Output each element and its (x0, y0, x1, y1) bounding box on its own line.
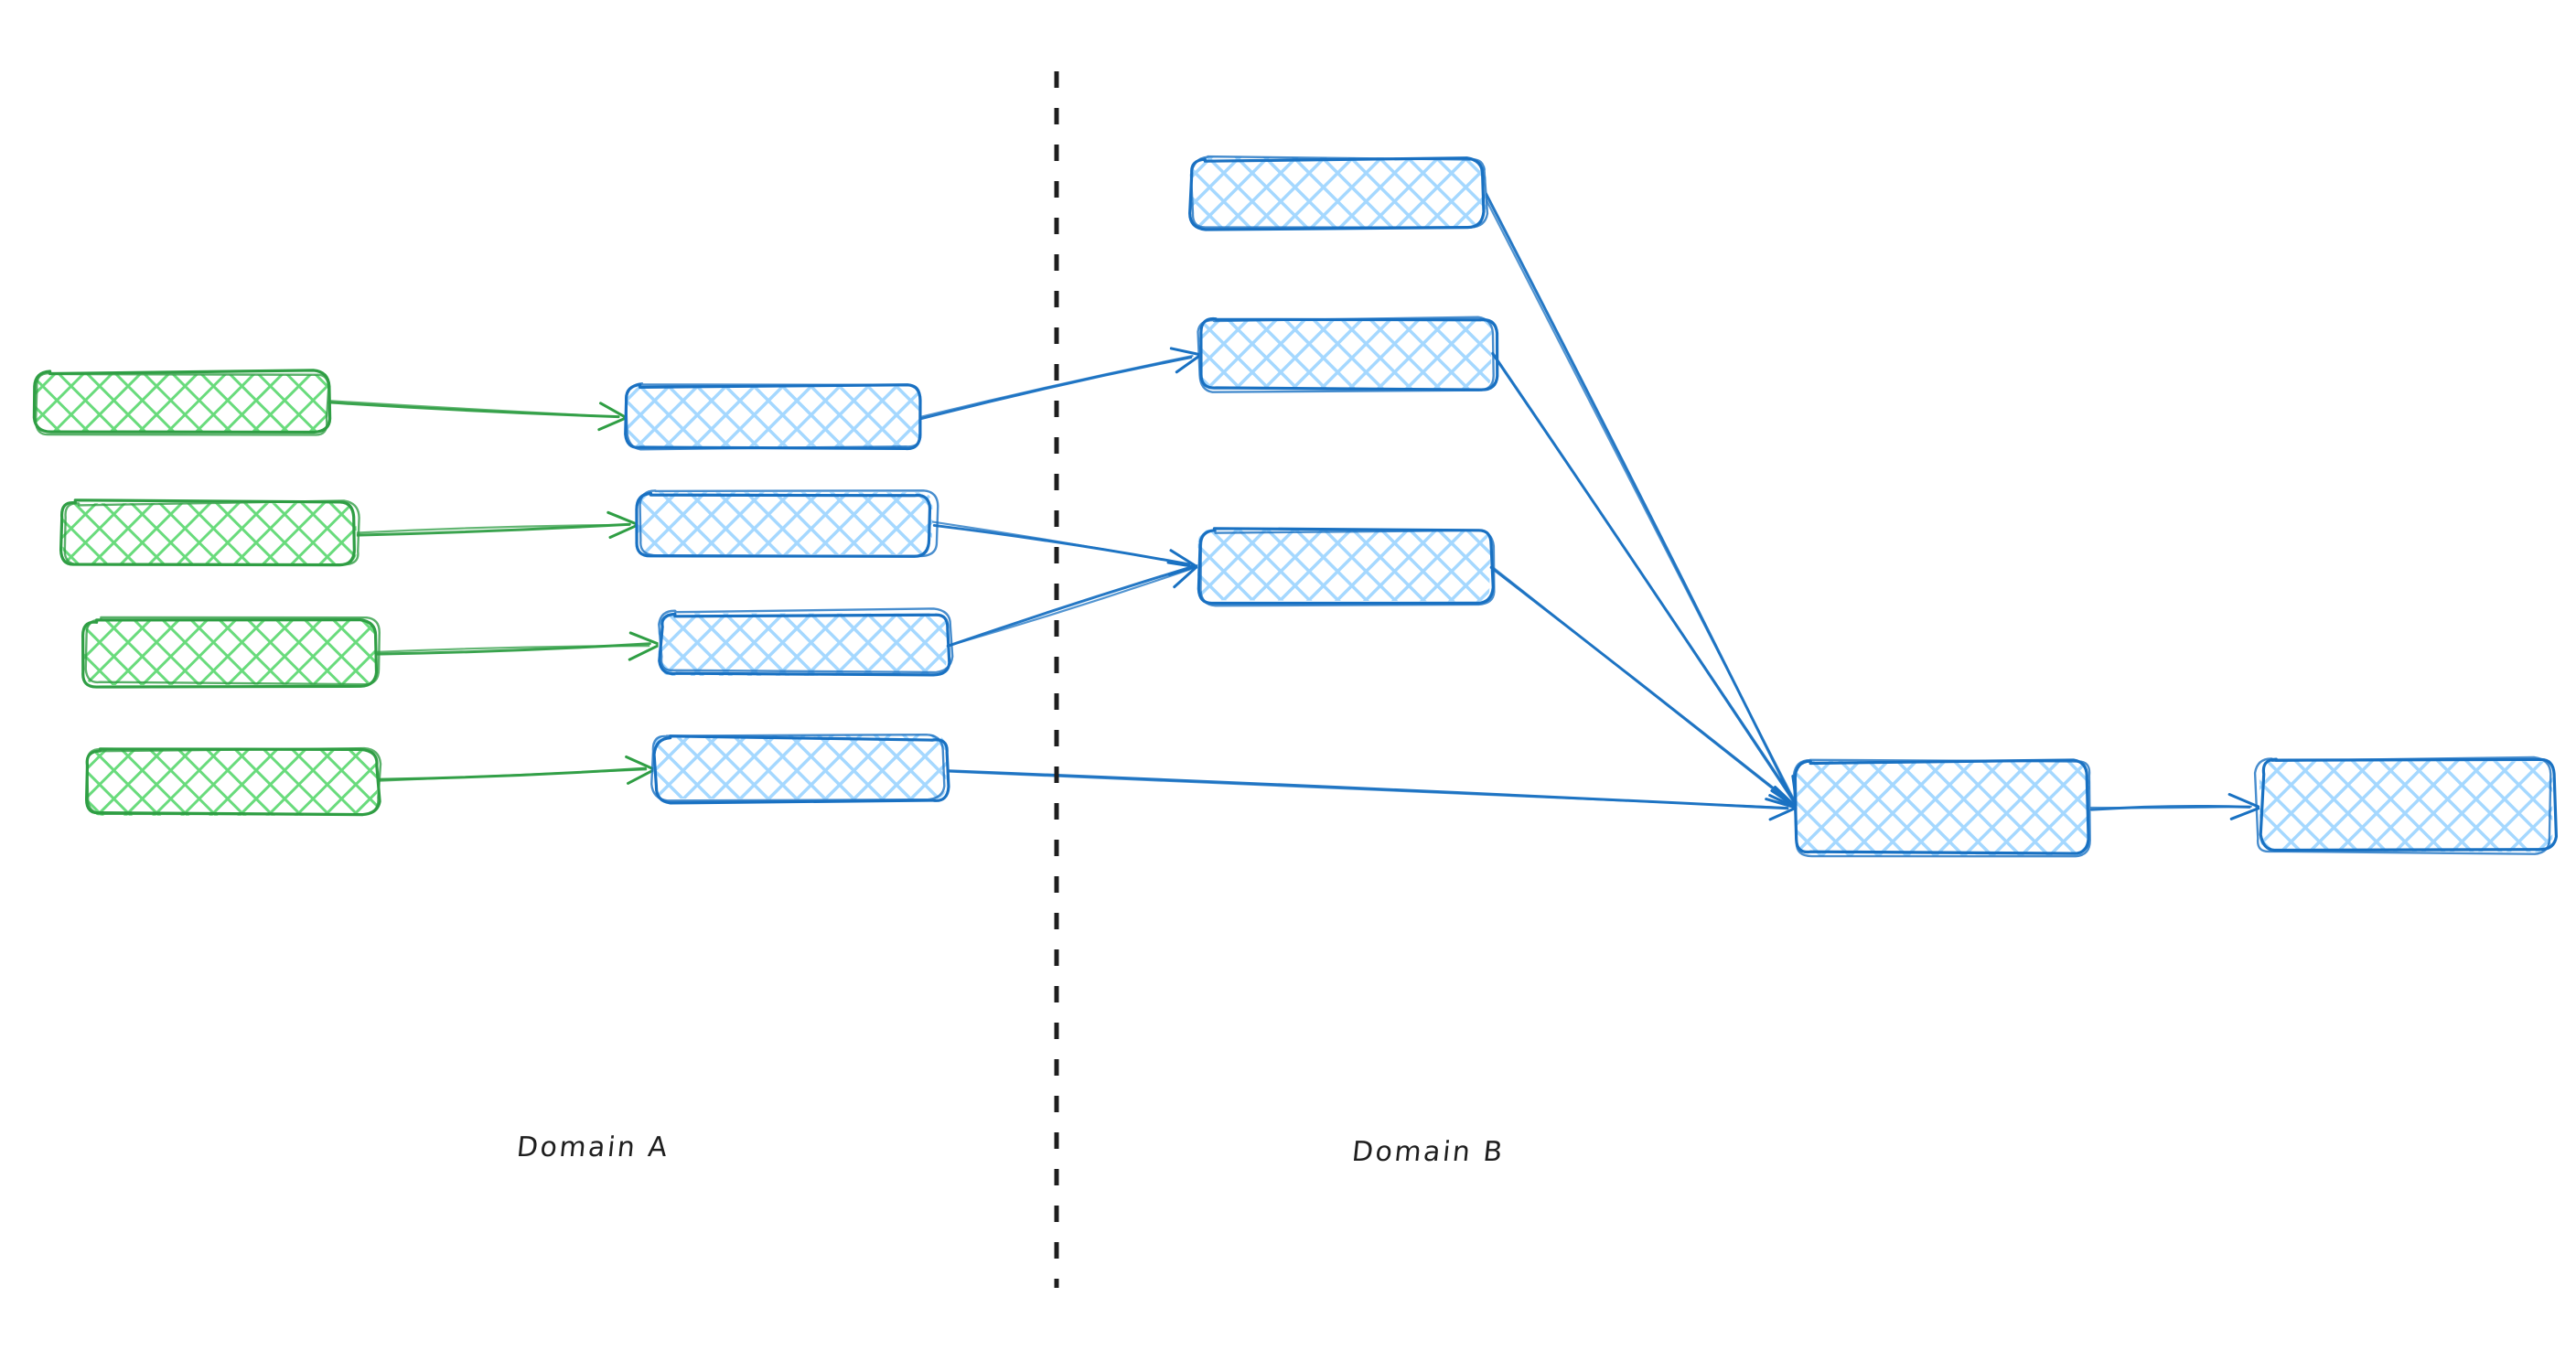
edge-c1-to-d1 (1481, 189, 1799, 809)
domain-a-label: Domain A (515, 1131, 671, 1163)
edge-c2-to-d1 (1491, 351, 1799, 810)
node-a1[interactable] (32, 369, 332, 436)
node-c3[interactable] (1197, 527, 1496, 607)
edge-layer (326, 189, 2262, 821)
node-c2[interactable] (1197, 316, 1499, 393)
node-a4[interactable] (84, 746, 382, 817)
node-d1[interactable] (1792, 758, 2091, 858)
node-a3[interactable] (81, 616, 381, 689)
node-b4[interactable] (650, 733, 950, 805)
edge-b2-to-c3 (930, 520, 1201, 576)
edge-a4-to-b4 (375, 755, 656, 785)
node-b3[interactable] (658, 607, 954, 677)
edge-a2-to-b2 (354, 510, 640, 540)
edge-b3-to-c3 (946, 561, 1200, 648)
node-b2[interactable] (635, 489, 939, 558)
node-a2[interactable] (59, 498, 360, 567)
node-layer (32, 155, 2559, 858)
edge-a1-to-b1 (326, 400, 629, 432)
edge-b4-to-d1 (944, 769, 1800, 821)
edge-d1-to-e1 (2089, 793, 2262, 820)
node-e1[interactable] (2253, 756, 2559, 855)
edge-a3-to-b3 (372, 631, 661, 661)
edge-b1-to-c2 (916, 347, 1202, 422)
node-b1[interactable] (624, 381, 922, 451)
node-c1[interactable] (1188, 155, 1489, 231)
domain-b-label: Domain B (1350, 1136, 1507, 1168)
edge-c3-to-d1 (1489, 565, 1799, 809)
